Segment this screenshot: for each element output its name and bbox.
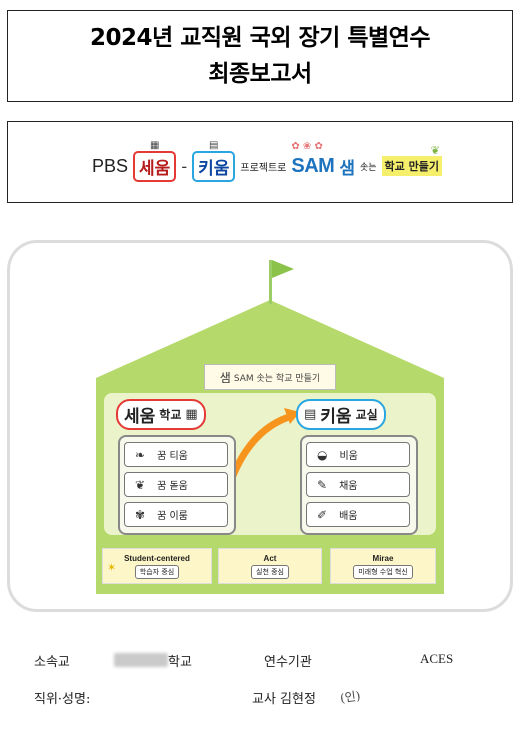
empty-bowl-icon: ◒	[317, 447, 328, 462]
seum-item-1: ❧ 꿈 티움	[124, 442, 228, 467]
flowers-icon: ✿ ❀ ✿	[291, 140, 323, 152]
sprout-icon: ❦	[430, 144, 440, 157]
position-value: 교사 김현정	[252, 692, 316, 707]
footer-mirae: Mirae 미래형 수업 혁신	[330, 548, 436, 584]
seum-item-3-label: 꿈 이룸	[157, 511, 188, 522]
orange-arrow	[228, 412, 296, 482]
sign-big-char: 샘	[219, 370, 231, 385]
sign-text: SAM 솟는 학교 만들기	[233, 373, 321, 384]
affiliation-value: 학교	[168, 655, 192, 670]
fill-icon: ✎	[317, 477, 328, 492]
footer-3-label: 미래형 수업 혁신	[353, 564, 413, 579]
book-icon: ✐	[317, 507, 328, 522]
kium-item-1: ◒ 비움	[306, 442, 410, 467]
school-icon: ▦	[185, 406, 198, 422]
seum-header-box: 세움 학교 ▦	[116, 398, 206, 430]
banner-sam-group: ✿ ❀ ✿ SAM	[291, 141, 335, 178]
seum-title: 세움	[124, 406, 156, 427]
kium-item-2-label: 채움	[339, 481, 358, 492]
kium-title: 키움	[320, 406, 352, 427]
kium-item-1-label: 비움	[339, 451, 358, 462]
seum-item-2: ❦ 꿈 돋움	[124, 472, 228, 497]
banner-sam: SAM	[291, 154, 335, 177]
banner-kium-box: ▤ 키움	[192, 140, 236, 182]
sprout-icon: ❧	[135, 447, 146, 462]
flower-pot-icon: ✾	[135, 507, 146, 522]
institution-value: ACES	[420, 651, 454, 666]
footer-1-label: 학습자 중심	[134, 564, 180, 579]
kium-header-box: ▤ 키움 교실	[296, 398, 386, 430]
report-title-line1: 2024년 교직원 국외 장기 특별연수	[90, 25, 430, 51]
project-banner: PBS ▦ 세움 - ▤ 키움 프로젝트로 ✿ ❀ ✿ SAM 샘 솟는 ❦ 학…	[7, 121, 513, 203]
report-title-box: 2024년 교직원 국외 장기 특별연수 최종보고서	[7, 10, 513, 102]
flag	[272, 260, 294, 278]
footer-student-centered: ✶ Student-centered 학습자 중심	[102, 548, 212, 584]
teacher-board-icon: ▤	[209, 139, 219, 151]
banner-school-text: 학교 만들기	[384, 160, 439, 173]
footer-1-title: Student-centered	[124, 553, 190, 563]
kium-item-3: ✐ 배움	[306, 502, 410, 527]
position-label: 직위·성명:	[34, 692, 91, 707]
flag-pole	[269, 260, 272, 304]
school-building-icon: ▦	[149, 139, 160, 151]
banner-seum-box: ▦ 세움	[133, 140, 177, 182]
banner-content: PBS ▦ 세움 - ▤ 키움 프로젝트로 ✿ ❀ ✿ SAM 샘 솟는 ❦ 학…	[92, 140, 442, 188]
plant-icon: ❦	[135, 477, 146, 492]
footer-2-label: 실천 중심	[251, 564, 289, 579]
seum-subtitle: 학교	[159, 407, 182, 422]
banner-seum-label: 세움	[139, 158, 171, 179]
affiliation-redacted	[114, 653, 168, 667]
seum-item-2-label: 꿈 돋움	[157, 481, 188, 492]
footer-3-title: Mirae	[372, 553, 394, 563]
banner-sprout-text: 솟는	[359, 162, 377, 173]
seum-item-3: ✾ 꿈 이룸	[124, 502, 228, 527]
kium-item-3-label: 배움	[339, 511, 358, 522]
kium-item-2: ✎ 채움	[306, 472, 410, 497]
footer-act: Act 실천 중심	[218, 548, 322, 584]
house-sign: 샘 SAM 솟는 학교 만들기	[204, 364, 336, 390]
star-icon: ✶	[107, 561, 117, 574]
kium-subtitle: 교실	[355, 407, 378, 422]
report-title-line2: 최종보고서	[208, 61, 312, 87]
teacher-icon: ▤	[304, 406, 317, 422]
affiliation-label: 소속교	[34, 655, 70, 670]
signature-seal: (인)	[339, 688, 362, 706]
seum-header: 세움 학교 ▦	[116, 398, 206, 430]
house-roof	[96, 300, 444, 378]
kium-header: ▤ 키움 교실	[296, 398, 386, 430]
banner-kium-label: 키움	[198, 158, 230, 179]
banner-project-text: 프로젝트로	[240, 162, 287, 174]
diagram-frame	[7, 240, 513, 612]
seum-item-1-label: 꿈 티움	[157, 451, 188, 462]
banner-sam-kr: 샘	[339, 158, 355, 179]
banner-school-label: ❦ 학교 만들기	[381, 144, 442, 176]
banner-dash: -	[181, 156, 188, 176]
footer-2-title: Act	[263, 553, 277, 563]
institution-label: 연수기관	[264, 655, 312, 670]
banner-pbs: PBS	[92, 155, 129, 176]
